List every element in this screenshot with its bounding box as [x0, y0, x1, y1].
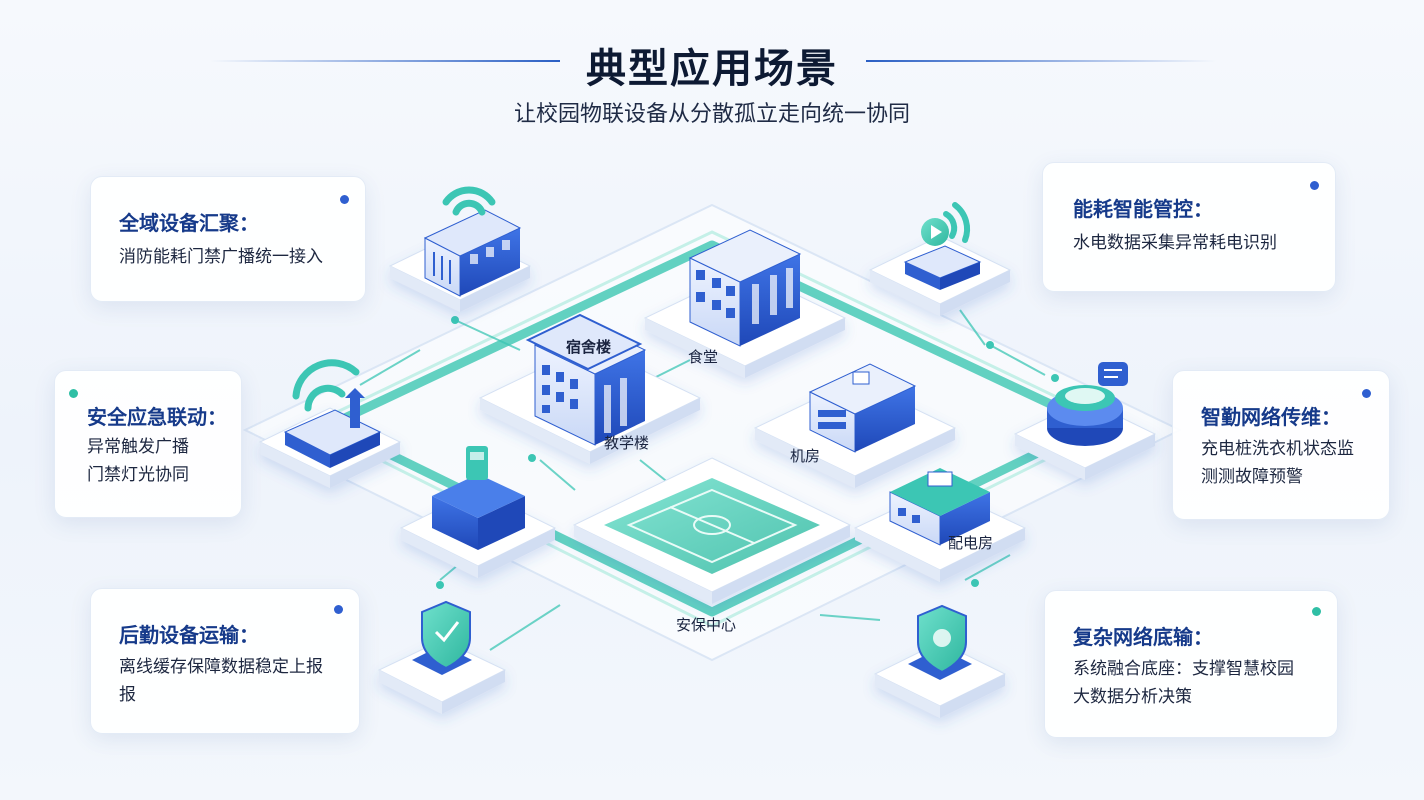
network-ring-inner: [306, 230, 1119, 628]
teaching-building-label: 教学楼: [604, 434, 649, 452]
status-dot: [69, 389, 78, 398]
card-title: 复杂网络底输：: [1073, 625, 1213, 649]
card-device-aggregation: 全域设备汇聚： 消防能耗门禁广播统一接入: [90, 176, 366, 302]
building-canteen: [688, 229, 802, 347]
card-complex-network: 复杂网络底输： 系统融合底座：支撑智慧校园 大数据分析决策: [1044, 590, 1338, 738]
card-title: 后勤设备运输：: [119, 623, 259, 647]
card-title: 安全应急联动：: [87, 405, 227, 429]
card-line: 系统融合底座：支撑智慧校园: [1073, 659, 1294, 679]
card-line: 测测故障预警: [1201, 467, 1303, 487]
status-dot: [1362, 389, 1371, 398]
card-title: 能耗智能管控：: [1073, 197, 1213, 221]
card-network-maintenance: 智勤网络传维： 充电桩洗衣机状态监 测测故障预警: [1172, 370, 1390, 520]
title-line-right: [866, 60, 1216, 62]
ground-diamond: [242, 203, 1183, 662]
server-disc-right: [1047, 362, 1128, 446]
card-line: 水电数据采集异常耗电识别: [1073, 233, 1277, 253]
network-ring: [325, 240, 1100, 617]
card-line: 异常触发广播: [87, 437, 189, 457]
header: 典型应用场景 让校园物联设备从分散孤立走向统一协同: [0, 30, 1424, 140]
wifi-icon: [292, 359, 360, 412]
power-room-label: 配电房: [948, 534, 993, 552]
building-server-room: [808, 363, 917, 453]
dorm-sign: 宿舍楼: [566, 338, 611, 356]
card-energy-control: 能耗智能管控： 水电数据采集异常耗电识别: [1042, 162, 1336, 292]
chat-bubble-icon: [1098, 362, 1128, 386]
building-power-room: [889, 468, 990, 546]
card-line: 报: [119, 685, 136, 705]
card-title: 智勤网络传维：: [1201, 405, 1341, 429]
title-line-left: [210, 60, 560, 62]
shield-icon: [412, 600, 472, 675]
card-line: 消防能耗门禁广播统一接入: [119, 247, 323, 267]
security-center-label: 安保中心: [676, 616, 736, 634]
shield-icon: [908, 604, 972, 680]
building-wifi-top-left: [423, 186, 522, 297]
card-line: 充电桩洗衣机状态监: [1201, 439, 1354, 459]
building-left-bottom: [432, 446, 525, 550]
status-dot: [1312, 607, 1321, 616]
card-line: 大数据分析决策: [1073, 687, 1192, 707]
location-device-top-right: [903, 202, 982, 290]
server-room-label: 机房: [790, 447, 820, 465]
building-dorm: [525, 313, 647, 446]
status-dot: [334, 605, 343, 614]
page-subtitle: 让校园物联设备从分散孤立走向统一协同: [513, 102, 910, 127]
card-line: 离线缓存保障数据稳定上报: [119, 657, 323, 677]
wifi-icon: [442, 186, 496, 216]
page-title: 典型应用场景: [586, 46, 838, 92]
building-labels: 宿舍楼 食堂 教学楼 机房 配电房 安保中心: [566, 338, 993, 634]
router-left: [283, 359, 382, 468]
connector-dots: [436, 316, 1059, 589]
card-title: 全域设备汇聚：: [119, 211, 259, 235]
card-emergency-linkage: 安全应急联动： 异常触发广播 门禁灯光协同: [54, 370, 242, 518]
status-dot: [1310, 181, 1319, 190]
card-logistics-devices: 后勤设备运输： 离线缓存保障数据稳定上报 报: [90, 588, 360, 734]
card-line: 门禁灯光协同: [87, 465, 189, 485]
status-dot: [340, 195, 349, 204]
canteen-label: 食堂: [688, 348, 718, 366]
sports-field: [604, 478, 820, 574]
